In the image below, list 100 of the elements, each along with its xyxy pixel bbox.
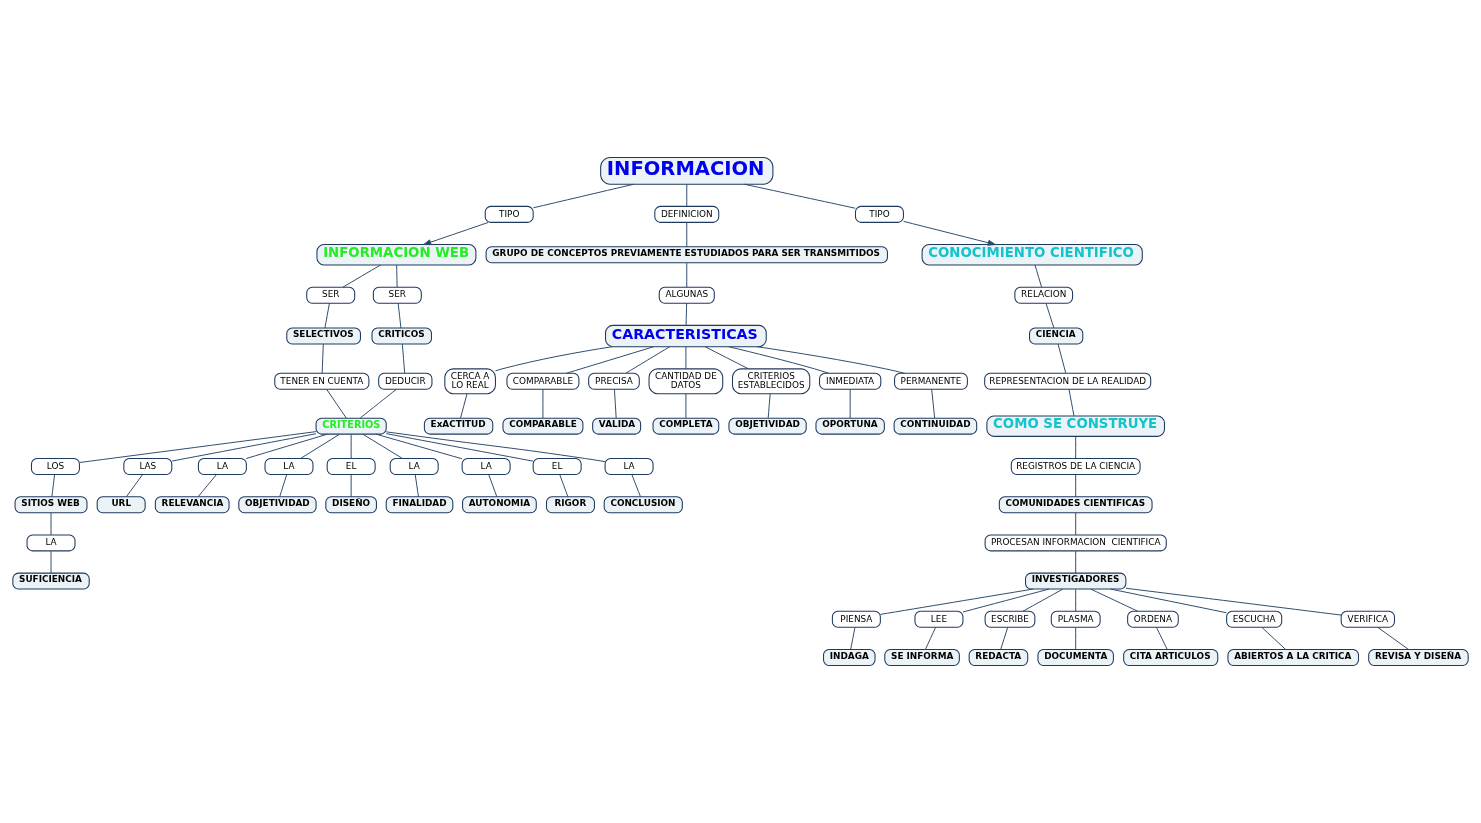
connector — [1075, 627, 1077, 650]
node-box: SITIOS WEB — [14, 496, 88, 514]
node-box: ExACTITUD — [423, 417, 494, 435]
connector — [1261, 627, 1287, 650]
connector — [686, 183, 688, 207]
connector — [488, 474, 498, 498]
connector — [51, 474, 56, 498]
connector — [631, 474, 641, 498]
node-box: SE INFORMA — [884, 648, 960, 666]
node-box: LAS — [123, 458, 173, 476]
connector — [1034, 264, 1043, 288]
connector — [1125, 587, 1342, 616]
node-box: SELECTIVOS — [286, 327, 361, 345]
connector — [1075, 588, 1077, 612]
connector — [460, 393, 468, 419]
connector — [743, 183, 856, 209]
arrow — [903, 220, 996, 246]
connector — [50, 550, 52, 574]
connector — [362, 433, 403, 459]
connector — [728, 346, 830, 374]
connector — [1090, 588, 1139, 612]
node-box: RELACION — [1014, 286, 1074, 304]
connector — [79, 431, 317, 463]
node-box: EL — [326, 458, 376, 476]
connector — [1000, 627, 1009, 650]
connector — [1022, 588, 1064, 612]
node-box: INFORMACION — [600, 157, 774, 185]
node-box: EL — [532, 458, 582, 476]
connector — [401, 343, 406, 374]
connector — [613, 388, 617, 419]
connector — [324, 302, 330, 329]
connector — [414, 474, 419, 498]
connector — [300, 433, 340, 459]
node-box: ESCRIBE — [984, 610, 1036, 628]
node-box: PRECISA — [588, 372, 640, 390]
node-box: GRUPO DE CONCEPTOS PREVIAMENTE ESTUDIADOS PARA SER TRANSMITIDOS — [485, 246, 888, 264]
connector — [1075, 512, 1077, 536]
connector — [397, 302, 402, 329]
connector — [350, 474, 352, 498]
connector — [385, 431, 606, 463]
connector — [1377, 626, 1409, 650]
connector — [396, 264, 398, 288]
connector — [924, 627, 937, 650]
connector — [542, 388, 544, 419]
connector — [1075, 435, 1077, 459]
node-box: DEDUCIR — [378, 372, 433, 390]
node-box: REGISTROS DE LA CIENCIA — [1010, 458, 1141, 476]
node-box: CANTIDAD DE DATOS — [648, 368, 724, 395]
node-box: LA — [197, 458, 247, 476]
node-box: LA — [264, 458, 314, 476]
connector — [326, 388, 347, 419]
node-box: CONTINUIDAD — [893, 417, 978, 435]
connector — [849, 388, 851, 419]
node-box: INMEDIATA — [819, 372, 882, 390]
connector — [767, 393, 771, 419]
node-box: SUFICIENCIA — [12, 572, 90, 590]
connector — [495, 346, 613, 372]
node-box: CITA ARTICULOS — [1123, 648, 1219, 666]
node-box: REPRESENTACION DE LA REALIDAD — [984, 372, 1152, 390]
connector — [375, 433, 463, 460]
node-box: ALGUNAS — [658, 286, 715, 304]
node-box: DEFINICION — [654, 205, 720, 223]
node-box: TIPO — [854, 205, 904, 223]
node-box: INFORMACION WEB — [316, 244, 477, 266]
node-box: PIENSA — [831, 610, 881, 628]
connector — [1075, 474, 1077, 498]
node-box: OBJETIVIDAD — [238, 496, 317, 514]
connector — [685, 393, 687, 419]
node-box: LOS — [30, 458, 80, 476]
connector — [350, 434, 352, 459]
node-box: SER — [372, 286, 422, 304]
connector — [962, 588, 1050, 613]
connector — [279, 474, 288, 498]
node-box: CARACTERISTICAS — [605, 324, 767, 348]
connector — [686, 262, 688, 288]
node-box: FINALIDAD — [385, 496, 454, 514]
connector — [385, 433, 534, 462]
connector — [704, 346, 749, 370]
connector — [685, 302, 688, 326]
connector — [565, 346, 654, 374]
connector — [850, 627, 856, 650]
connector — [532, 183, 635, 209]
node-box: LA — [26, 534, 76, 552]
arrow — [423, 221, 489, 246]
connector — [1156, 627, 1168, 650]
connector — [245, 433, 328, 459]
node-box: COMPARABLE — [506, 372, 580, 390]
node-box: REDACTA — [968, 648, 1029, 666]
connector — [879, 588, 1034, 615]
connector — [125, 474, 143, 498]
connector — [1045, 302, 1055, 329]
node-box: RELEVANCIA — [154, 496, 230, 514]
node-box: CRITERIOS ESTABLECIDOS — [731, 368, 811, 395]
node-box: RIGOR — [545, 496, 595, 514]
node-box: DOCUMENTA — [1037, 648, 1114, 666]
connector — [50, 512, 52, 536]
connector — [1110, 588, 1227, 614]
node-box: INVESTIGADORES — [1025, 572, 1127, 590]
node-box: AUTONOMIA — [462, 496, 537, 514]
node-box: CONOCIMIENTO CIENTIFICO — [921, 244, 1143, 266]
